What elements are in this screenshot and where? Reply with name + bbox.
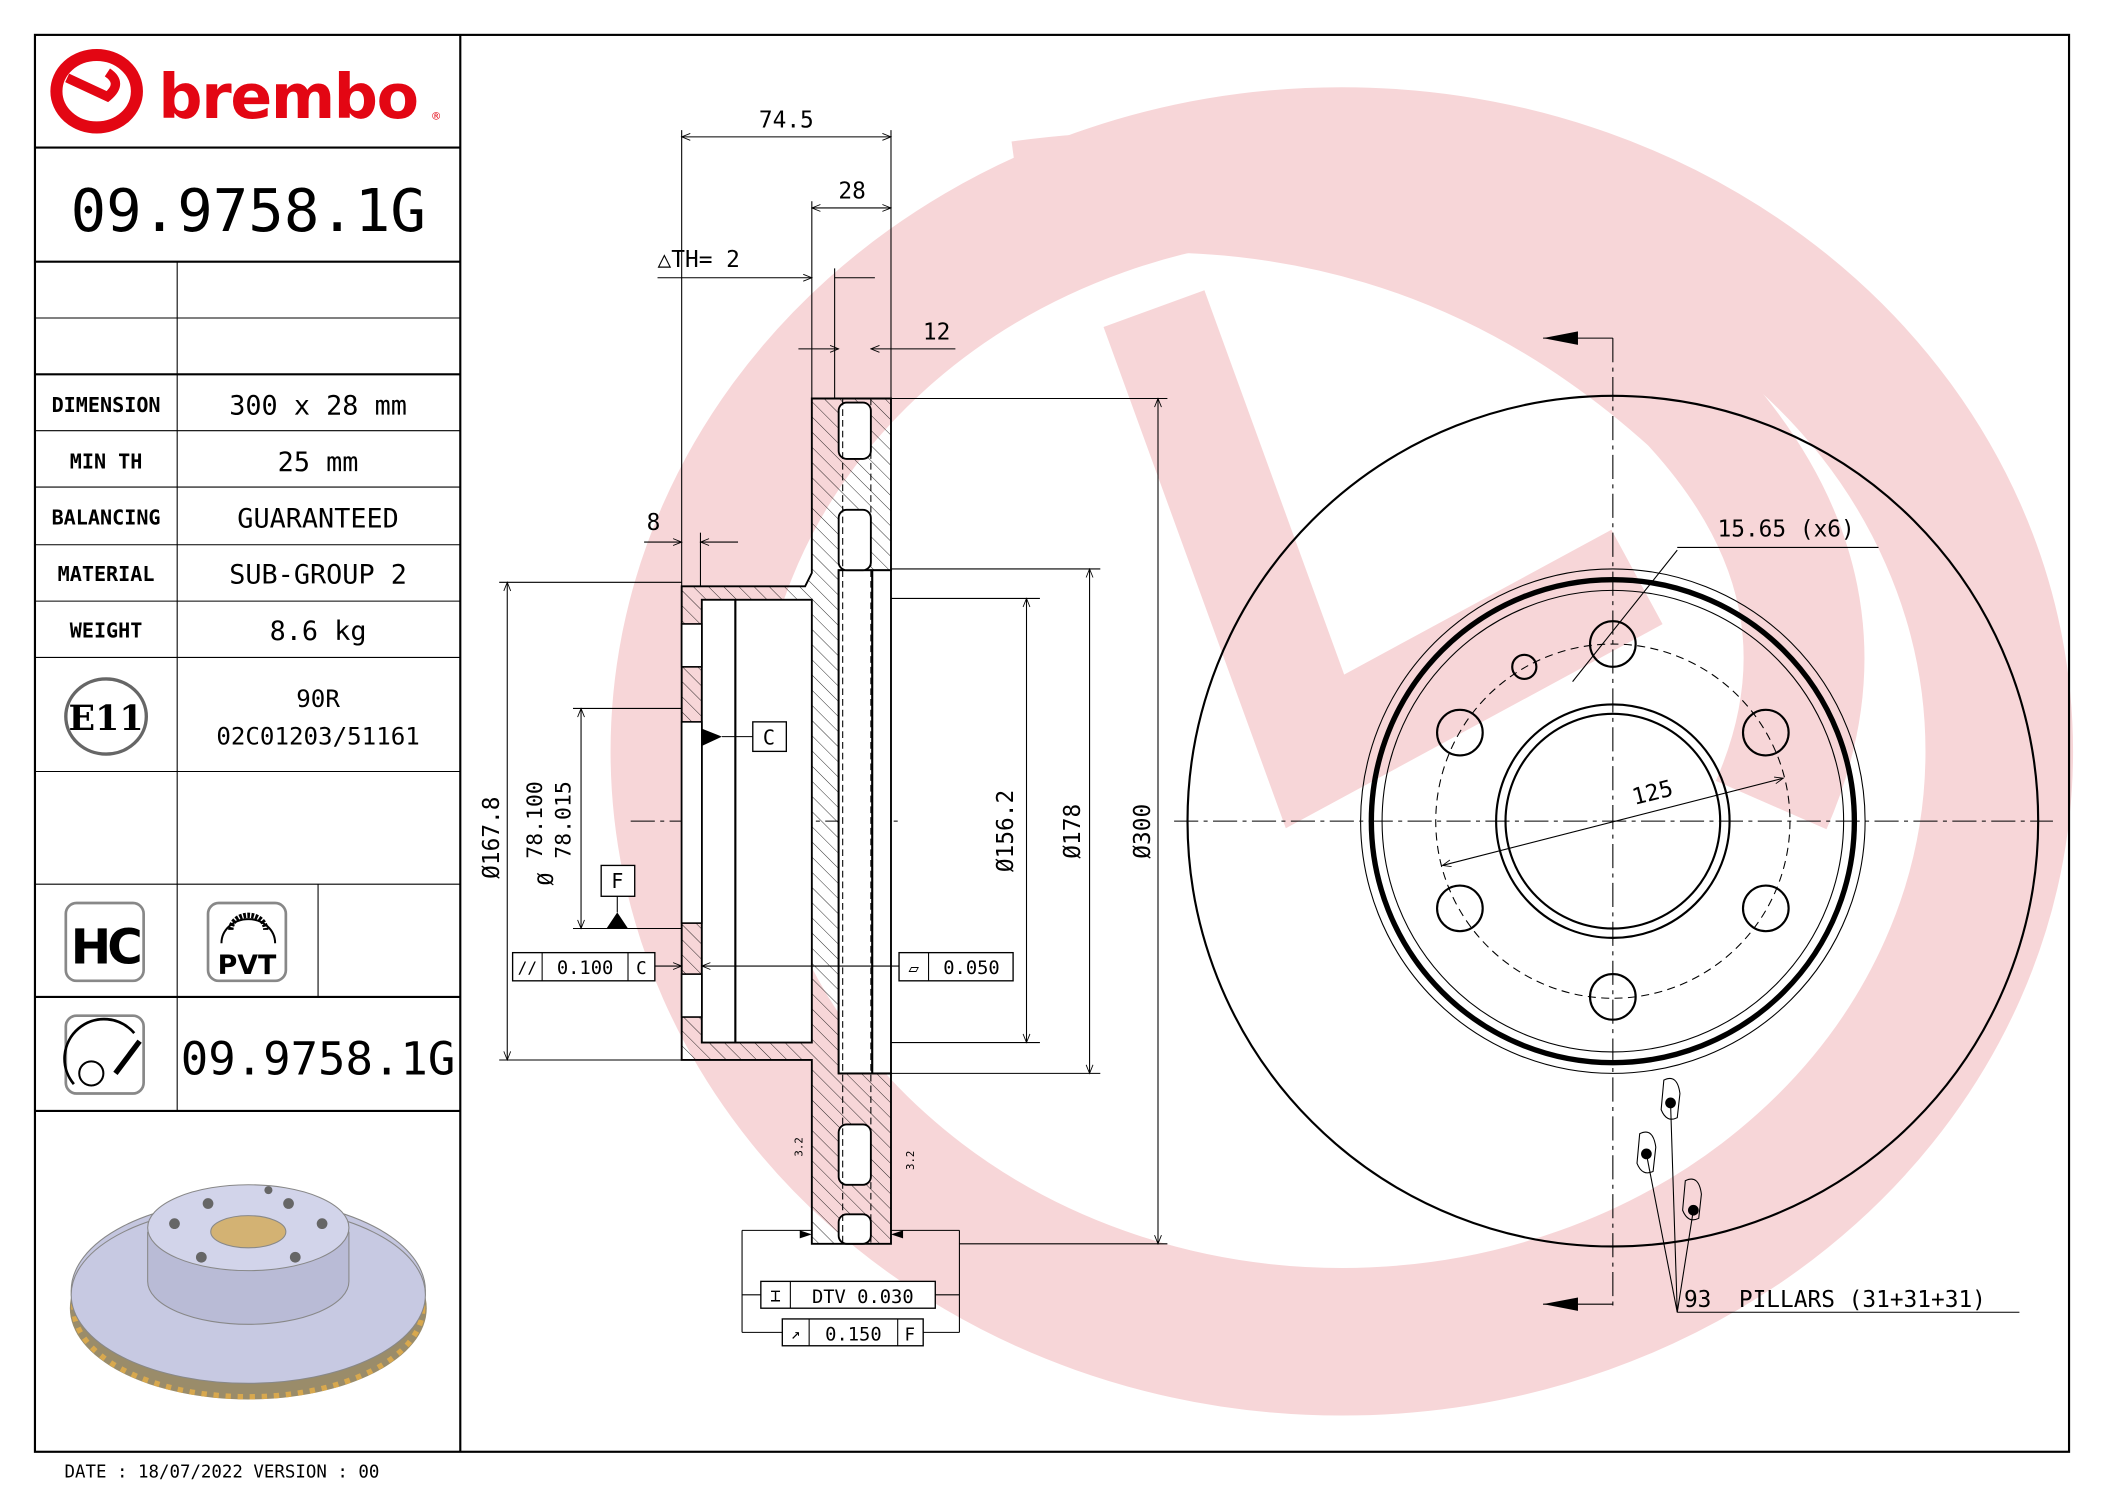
pcd-label: 125 — [1629, 776, 1675, 811]
svg-text://: // — [518, 958, 537, 977]
svg-text:PVT: PVT — [218, 950, 277, 981]
front-view: 15.65 (x6) 125 93 PILLARS (31+31+31) — [1174, 331, 2053, 1313]
svg-text:78.015: 78.015 — [551, 781, 576, 859]
svg-text:DTV 0.030: DTV 0.030 — [812, 1287, 914, 1308]
svg-text:GUARANTEED: GUARANTEED — [237, 503, 399, 534]
svg-text:8.6 kg: 8.6 kg — [270, 616, 367, 647]
drawing-frame — [33, 33, 2071, 1453]
svg-text:Ø: Ø — [534, 873, 559, 886]
svg-text:12: 12 — [923, 319, 950, 345]
svg-text:Ø156.2: Ø156.2 — [993, 790, 1019, 872]
roughness-left: 3.2 — [792, 1137, 805, 1156]
svg-text:8: 8 — [647, 510, 661, 536]
spec-row: WEIGHT 8.6 kg — [70, 616, 367, 647]
holes-label: 15.65 (x6) — [1718, 517, 1855, 543]
svg-text:MATERIAL: MATERIAL — [58, 562, 155, 586]
svg-text:⌶: ⌶ — [770, 1286, 781, 1306]
spec-row: BALANCING GUARANTEED — [52, 503, 399, 534]
svg-text:74.5: 74.5 — [759, 107, 814, 133]
svg-text:SUB-GROUP 2: SUB-GROUP 2 — [229, 560, 407, 591]
svg-text:HC: HC — [71, 919, 140, 975]
svg-text:△TH= 2: △TH= 2 — [658, 247, 740, 273]
runout-tolerance: ↗ 0.150 F — [781, 1318, 924, 1347]
svg-text:Ø300: Ø300 — [1130, 804, 1156, 859]
pvt-badge: PVT — [206, 901, 288, 983]
bolt-holes — [1436, 620, 1790, 1021]
svg-text:brembo: brembo — [158, 61, 417, 133]
section-view: 74.5 28 △TH= 2 12 8 Ø167.8 Ø 78.100 78.0… — [479, 107, 1168, 1347]
svg-text:MIN TH: MIN TH — [70, 449, 143, 473]
title-block: brembo ® 09.9758.1G DIMENSION 300 x 28 m… — [34, 34, 462, 1452]
homologation-line1: 90R — [296, 685, 340, 713]
svg-text:E11: E11 — [69, 698, 144, 739]
svg-text:F: F — [611, 869, 623, 893]
datum-f — [600, 864, 636, 897]
svg-text:Ø167.8: Ø167.8 — [479, 796, 505, 878]
svg-text:®: ® — [431, 109, 442, 122]
svg-text:C: C — [636, 959, 646, 979]
part-number-footer: 09.9758.1G — [181, 1033, 456, 1086]
svg-text:▱: ▱ — [909, 959, 920, 979]
part-number-title: 09.9758.1G — [71, 176, 426, 245]
spec-row: MATERIAL SUB-GROUP 2 — [58, 560, 407, 591]
svg-text:F: F — [905, 1325, 916, 1345]
parallelism-tolerance: // 0.100 C — [511, 951, 682, 982]
dtv-tolerance: ⌶ DTV 0.030 — [760, 1280, 936, 1309]
svg-text:BALANCING: BALANCING — [52, 506, 161, 530]
date-version: DATE : 18/07/2022 VERSION : 00 — [64, 1462, 379, 1482]
svg-text:28: 28 — [838, 179, 865, 205]
svg-text:WEIGHT: WEIGHT — [70, 618, 143, 642]
svg-text:0.050: 0.050 — [943, 958, 1000, 979]
svg-text:0.150: 0.150 — [825, 1324, 881, 1345]
svg-text:78.100: 78.100 — [523, 781, 548, 859]
brembo-logo: brembo ® — [50, 48, 442, 134]
svg-text:0.100: 0.100 — [557, 958, 613, 979]
svg-text:C: C — [763, 726, 775, 750]
svg-text:300 x 28 mm: 300 x 28 mm — [229, 391, 407, 422]
svg-text:25 mm: 25 mm — [278, 447, 359, 478]
hc-badge: HC — [64, 901, 145, 983]
svg-text:Ø178: Ø178 — [1060, 804, 1086, 859]
spec-row: DIMENSION 300 x 28 mm — [52, 391, 407, 422]
roughness-right: 3.2 — [904, 1151, 917, 1170]
datum-c — [752, 721, 788, 753]
spec-row: MIN TH 25 mm — [70, 447, 359, 478]
flatness-tolerance: ▱ 0.050 — [702, 951, 1014, 982]
homologation-line2: 02C01203/51161 — [216, 723, 419, 751]
disc-scratch-icon — [63, 1014, 145, 1095]
pillars-label: 93 PILLARS (31+31+31) — [1684, 1287, 1986, 1313]
svg-text:DIMENSION: DIMENSION — [52, 393, 161, 417]
disc-render — [69, 1184, 427, 1400]
svg-text:↗: ↗ — [791, 1324, 801, 1343]
pillar-markers — [1636, 1077, 2020, 1313]
e11-mark: E11 — [64, 677, 148, 756]
